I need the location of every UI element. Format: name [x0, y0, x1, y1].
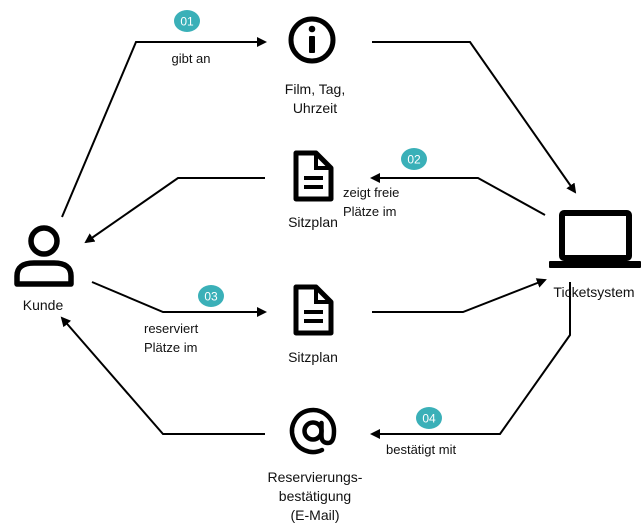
arrow-kunde-to-info — [61, 37, 267, 218]
line-info-to-ticketsystem — [372, 41, 577, 194]
step-badge-02: 02 — [401, 148, 427, 170]
laptop-icon — [549, 210, 641, 268]
node-label-ticketsystem: Ticketsystem — [553, 284, 634, 300]
step-number: 01 — [180, 15, 194, 29]
step-badge-01: 01 — [174, 10, 200, 32]
step-label: zeigt freie — [343, 185, 399, 200]
user-icon — [14, 225, 74, 287]
arrow-sitzplan1-to-kunde — [84, 177, 265, 244]
node-label-sitzplan: Sitzplan — [288, 349, 338, 365]
step-label: gibt an — [171, 51, 210, 66]
node-label-info: Film, Tag, — [285, 81, 345, 97]
step-number: 03 — [204, 290, 218, 304]
step-label: Plätze im — [343, 204, 396, 219]
node-label-kunde: Kunde — [23, 297, 64, 313]
document-icon — [293, 150, 334, 202]
node-label-email: Reservierungs- — [268, 469, 363, 485]
step-badge-04: 04 — [416, 407, 442, 429]
step-badge-03: 03 — [198, 285, 224, 307]
arrow-ticketsystem-to-sitzplan1 — [370, 173, 546, 216]
info-icon — [288, 16, 336, 64]
at-icon — [289, 407, 337, 455]
node-label-info: Uhrzeit — [293, 100, 337, 116]
step-label: Plätze im — [144, 340, 197, 355]
node-label-email: (E-Mail) — [291, 507, 340, 523]
document-icon — [293, 284, 334, 336]
step-number: 02 — [407, 153, 421, 167]
arrow-kunde-to-sitzplan2 — [91, 281, 267, 317]
arrow-sitzplan2-to-ticketsystem — [372, 278, 547, 313]
step-label: reserviert — [144, 321, 199, 336]
node-label-sitzplan: Sitzplan — [288, 214, 338, 230]
arrow-ticketsystem-to-email — [370, 282, 571, 439]
arrow-email-to-kunde — [60, 316, 265, 435]
step-label: bestätigt mit — [386, 442, 456, 457]
node-label-email: bestätigung — [279, 488, 351, 504]
step-number: 04 — [422, 412, 436, 426]
